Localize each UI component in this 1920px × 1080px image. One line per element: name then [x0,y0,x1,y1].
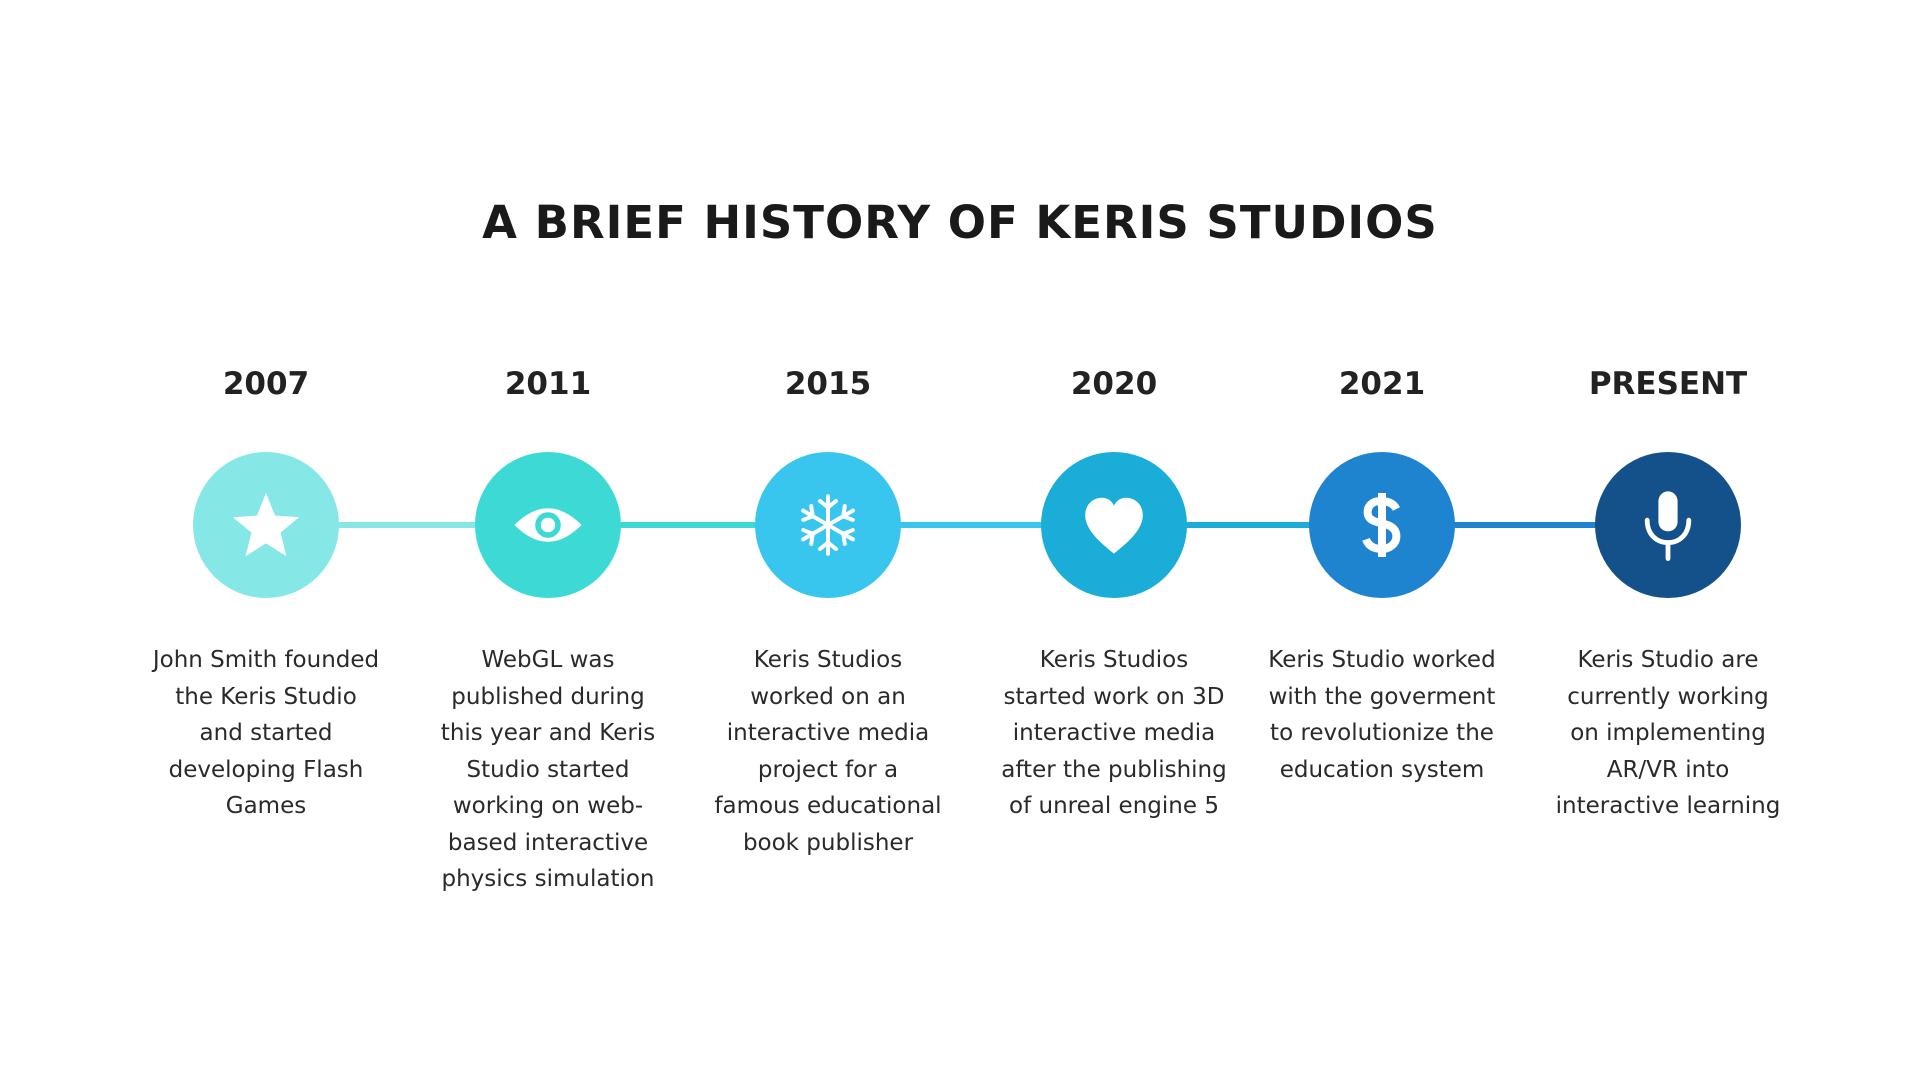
milestone-description: WebGL was published during this year and… [440,647,656,892]
milestone-year: 2021 [1338,366,1426,402]
milestone-year: 2011 [504,366,592,402]
timeline-connector [1185,522,1311,528]
timeline-connector [337,522,477,528]
eye-icon [514,508,582,542]
milestone-year: PRESENT [1588,366,1748,402]
milestone-icon-circle [193,452,339,598]
milestone-icon-circle [1309,452,1455,598]
star-icon [232,493,300,557]
milestone-description: Keris Studio worked with the goverment t… [1268,647,1496,783]
milestone-description: Keris Studios worked on an interactive m… [714,647,942,856]
milestone-year: 2015 [784,366,872,402]
heart-icon [1085,497,1143,554]
milestone-description: Keris Studio are currently working on im… [1555,647,1781,819]
milestone-icon-circle [755,452,901,598]
milestone-description: John Smith founded the Keris Studio and … [152,647,380,819]
milestone-icon-circle [1595,452,1741,598]
page-title: A BRIEF HISTORY OF KERIS STUDIOS [482,196,1438,249]
milestone-year: 2020 [1070,366,1158,402]
microphone-icon [1644,491,1692,561]
timeline-connector [619,522,757,528]
milestone-year: 2007 [222,366,310,402]
dollar-icon [1362,493,1401,557]
milestone-description: Keris Studios started work on 3D interac… [1001,647,1227,819]
timeline-connector [899,522,1043,528]
snowflake-icon [801,494,855,556]
timeline-connector [1453,522,1597,528]
milestone-icon-circle [475,452,621,598]
milestone-icon-circle [1041,452,1187,598]
